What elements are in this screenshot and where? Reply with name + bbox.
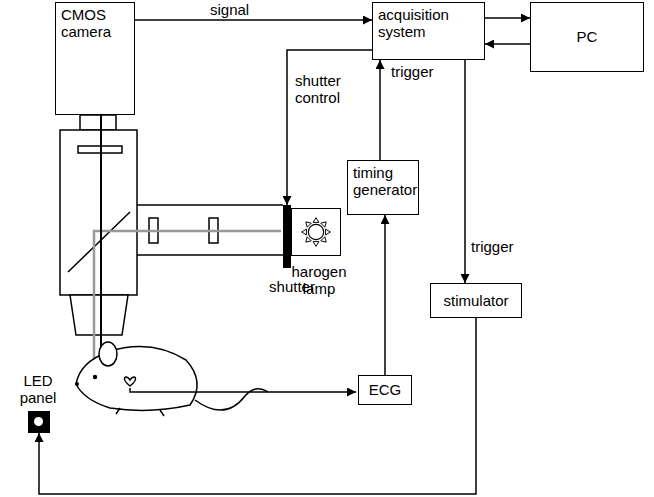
led-dot: [34, 417, 43, 426]
process-box: stimulator: [430, 283, 522, 318]
mouse: [76, 342, 268, 416]
process-box: timing generator: [347, 160, 419, 215]
edge-label: trigger: [469, 238, 516, 255]
camera-box: CMOS camera: [55, 2, 135, 115]
pc-box: PC: [530, 2, 644, 72]
node-label: acquisition system: [378, 6, 479, 41]
emission-beam: [100, 92, 102, 373]
ecg-lead: [130, 388, 356, 392]
connector-arrow: [464, 60, 466, 283]
lamp-box: harogen lamp: [291, 208, 341, 256]
process-box: ECG: [358, 375, 412, 405]
connector-arrow: [39, 318, 476, 494]
connector-arrow: [485, 17, 530, 19]
node-label: harogen lamp: [288, 263, 350, 298]
mouse-eye: [93, 375, 97, 379]
node-label: CMOS camera: [61, 6, 129, 41]
connector-arrow: [135, 19, 372, 21]
edge-label: shutter control: [293, 72, 353, 107]
edge-label: signal: [208, 1, 251, 18]
connector-arrow: [384, 215, 386, 375]
process-box: acquisition system: [372, 2, 485, 60]
shutter-bar: shutter: [283, 205, 291, 268]
edge-label: trigger: [389, 63, 436, 80]
node-label: stimulator: [443, 292, 508, 309]
node-label: LED panel: [13, 372, 63, 407]
lamp-icon: [292, 209, 340, 255]
connector-arrow: [485, 43, 530, 45]
connector-arrow: [379, 60, 381, 160]
node-label: ECG: [369, 381, 402, 398]
node-label: PC: [577, 28, 598, 45]
mouse-nose: [75, 382, 79, 386]
led-panel: LED panel: [28, 411, 50, 433]
node-label: timing generator: [353, 164, 413, 199]
